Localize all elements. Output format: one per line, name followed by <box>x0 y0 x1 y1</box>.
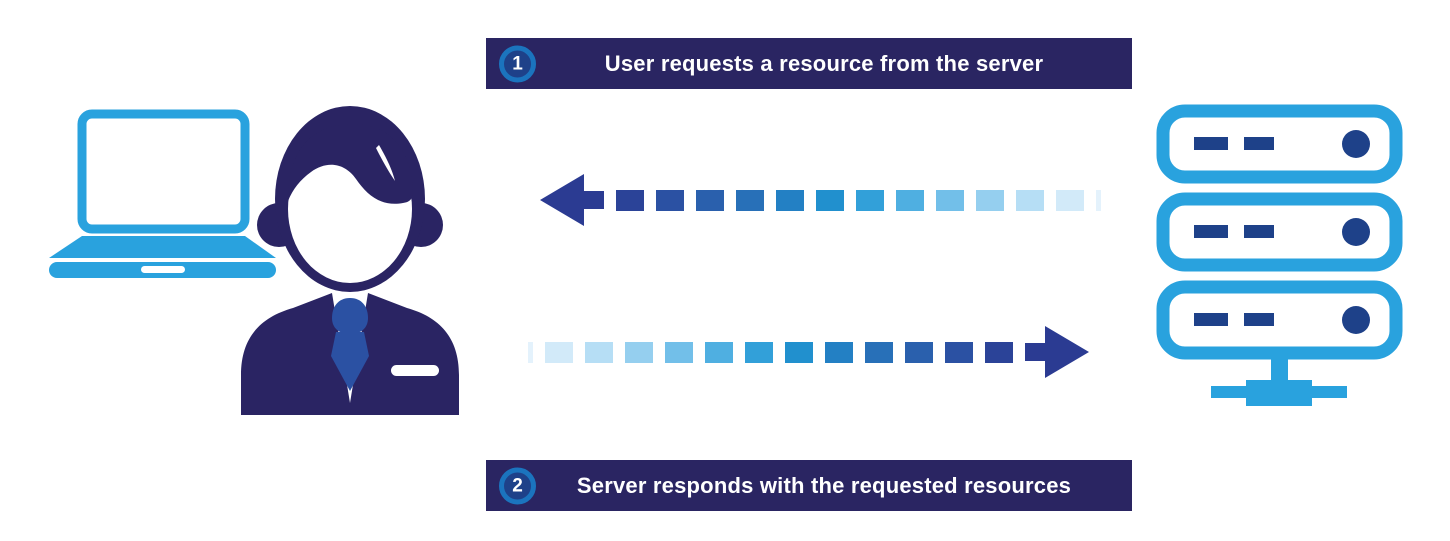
step-2-number: 2 <box>512 475 523 496</box>
arrow-dash <box>585 341 613 363</box>
arrow-dash <box>905 341 933 363</box>
arrow-dash <box>856 189 884 211</box>
step-2-badge: 2 <box>499 467 536 504</box>
arrow-dash <box>936 189 964 211</box>
laptop-icon <box>49 109 276 278</box>
arrow-dash <box>745 341 773 363</box>
arrow-dash <box>865 341 893 363</box>
arrow-dash <box>1056 189 1084 211</box>
user-icon <box>241 106 459 415</box>
response-arrow <box>528 324 1089 380</box>
arrow-dash <box>976 189 1004 211</box>
arrow-head-icon <box>1025 324 1089 380</box>
arrow-head-icon <box>540 172 604 228</box>
step-1-number: 1 <box>512 53 523 74</box>
arrow-dash <box>816 189 844 211</box>
step-2-label: Server responds with the requested resou… <box>576 472 1072 498</box>
arrow-dash <box>665 341 693 363</box>
step-1-label: User requests a resource from the server <box>604 50 1044 76</box>
arrow-dash <box>1016 189 1044 211</box>
arrow-dash <box>945 341 973 363</box>
arrow-dash <box>528 341 533 363</box>
arrow-dash <box>985 341 1013 363</box>
step-1-badge: 1 <box>499 45 536 82</box>
arrow-dash <box>1096 189 1101 211</box>
arrow-dash <box>736 189 764 211</box>
arrow-dash <box>896 189 924 211</box>
arrow-dash <box>825 341 853 363</box>
request-arrow <box>540 172 1101 228</box>
arrow-dash <box>776 189 804 211</box>
arrow-dash <box>616 189 644 211</box>
server-stack-icon <box>1156 104 1403 406</box>
arrow-dash <box>696 189 724 211</box>
arrow-dash <box>705 341 733 363</box>
arrow-dash <box>785 341 813 363</box>
step-2-banner: 2 Server responds with the requested res… <box>486 460 1132 511</box>
arrow-dash <box>625 341 653 363</box>
arrow-dash <box>656 189 684 211</box>
arrow-dash <box>545 341 573 363</box>
step-1-banner: 1 User requests a resource from the serv… <box>486 38 1132 89</box>
